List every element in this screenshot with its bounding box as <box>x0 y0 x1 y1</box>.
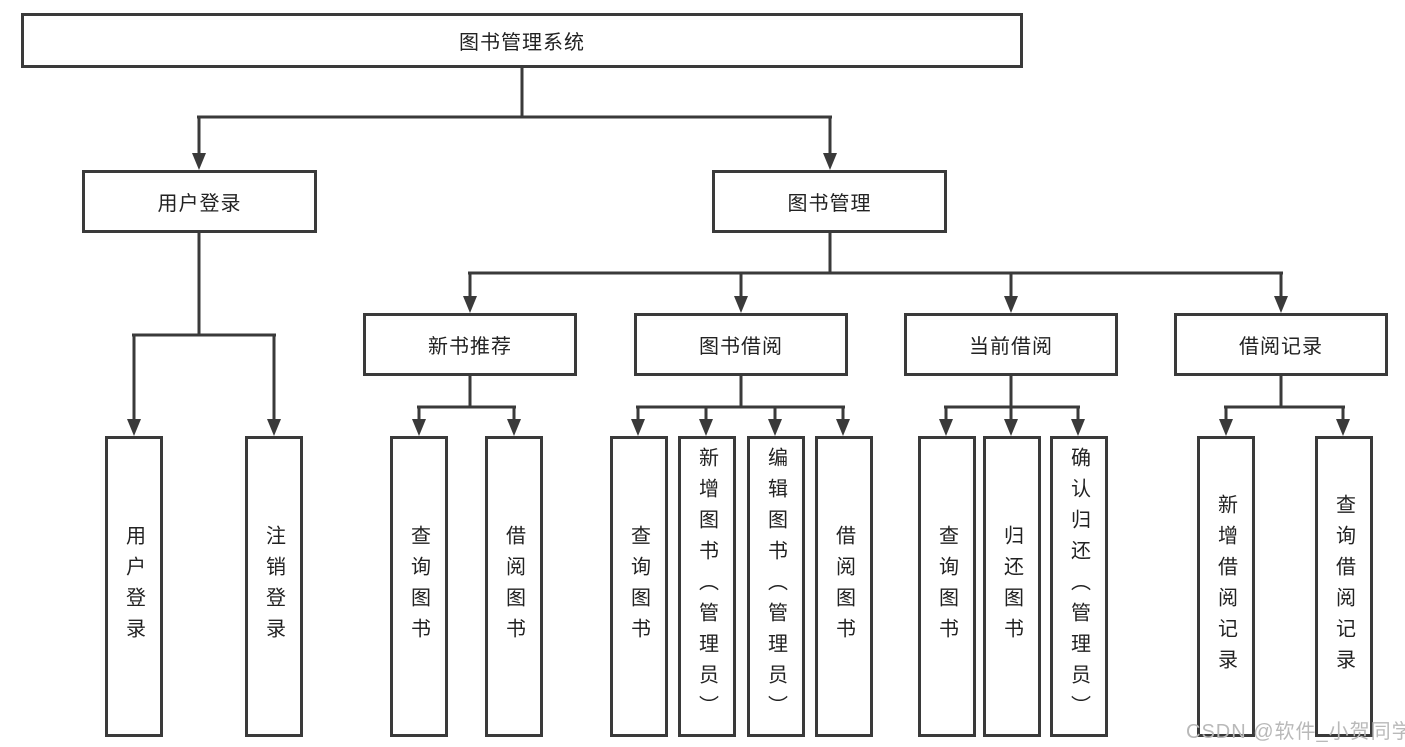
leaf-logout: 注销登录 <box>245 436 303 737</box>
leaf-user-login: 用户登录 <box>105 436 163 737</box>
node-label: 用户登录 <box>122 524 145 649</box>
node-label: 新书推荐 <box>428 336 512 358</box>
connector-borrow-records-to-leaves <box>1219 376 1350 436</box>
connector-user-login-to-leaves <box>127 233 281 436</box>
node-root-system: 图书管理系统 <box>21 13 1023 68</box>
node-user-login: 用户登录 <box>82 170 317 233</box>
connector-current-borrow-to-leaves <box>939 376 1085 436</box>
leaf-query-books-current: 查询图书 <box>918 436 976 737</box>
node-label: 查询借阅记录 <box>1332 493 1355 680</box>
node-label: 查询图书 <box>935 524 958 649</box>
node-new-book-recommend: 新书推荐 <box>363 313 577 376</box>
leaf-query-books-borrowing: 查询图书 <box>610 436 668 737</box>
connector-book-mgmt-to-level3 <box>463 233 1288 313</box>
node-label: 编辑图书（管理员） <box>764 447 787 726</box>
node-label: 图书管理系统 <box>459 32 585 54</box>
leaf-query-books-recommend: 查询图书 <box>390 436 448 737</box>
node-label: 借阅图书 <box>502 524 525 649</box>
csdn-watermark: CSDN @软件_小贺同学 <box>1186 721 1405 743</box>
leaf-edit-books-admin: 编辑图书（管理员） <box>747 436 805 737</box>
node-label: 注销登录 <box>262 524 285 649</box>
leaf-confirm-return-admin: 确认归还（管理员） <box>1050 436 1108 737</box>
connector-new-books-to-leaves <box>412 376 521 436</box>
leaf-add-books-admin: 新增图书（管理员） <box>678 436 736 737</box>
node-label: 查询图书 <box>627 524 650 649</box>
node-label: 新增借阅记录 <box>1214 493 1237 680</box>
node-book-borrowing: 图书借阅 <box>634 313 848 376</box>
node-label: 图书管理 <box>787 193 872 215</box>
node-label: 新增图书（管理员） <box>695 447 718 726</box>
leaf-add-borrow-record: 新增借阅记录 <box>1197 436 1255 737</box>
leaf-return-books: 归还图书 <box>983 436 1041 737</box>
node-book-management: 图书管理 <box>712 170 947 233</box>
node-label: 图书借阅 <box>699 336 783 358</box>
leaf-borrow-books-recommend: 借阅图书 <box>485 436 543 737</box>
connector-root-to-level2 <box>192 68 837 170</box>
node-label: 查询图书 <box>407 524 430 649</box>
node-label: 当前借阅 <box>969 336 1053 358</box>
node-label: 借阅记录 <box>1239 336 1323 358</box>
node-current-borrowing: 当前借阅 <box>904 313 1118 376</box>
node-label: 确认归还（管理员） <box>1067 447 1090 726</box>
leaf-borrow-books: 借阅图书 <box>815 436 873 737</box>
node-label: 借阅图书 <box>832 524 855 649</box>
leaf-query-borrow-record: 查询借阅记录 <box>1315 436 1373 737</box>
node-label: 归还图书 <box>1000 524 1023 649</box>
node-label: 用户登录 <box>157 193 242 215</box>
node-borrow-records: 借阅记录 <box>1174 313 1388 376</box>
connector-book-borrow-to-leaves <box>631 376 850 436</box>
